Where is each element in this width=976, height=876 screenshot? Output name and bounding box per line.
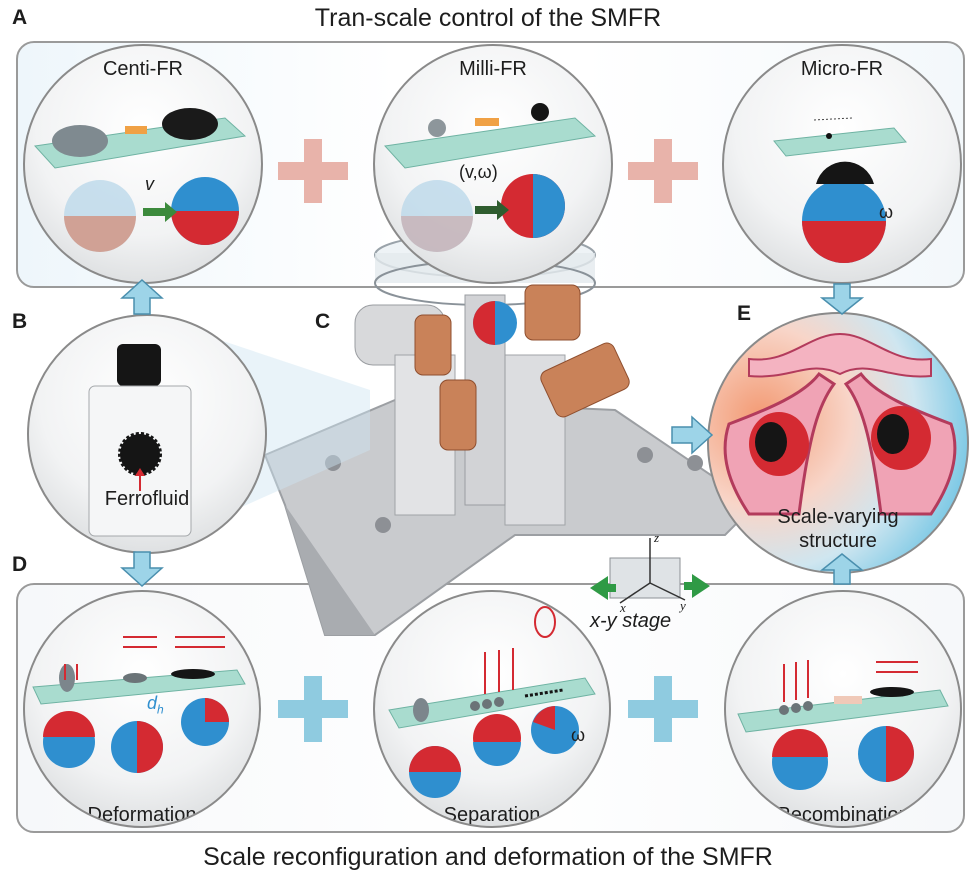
arrow-b-to-d — [120, 551, 164, 588]
arrow-d-to-e — [820, 553, 864, 585]
separation-motion: ω — [571, 725, 586, 745]
milli-fr-motion: (v,ω) — [459, 162, 498, 182]
arrow-a-to-e — [820, 283, 864, 315]
stage-axis-y: y — [680, 598, 686, 613]
separation-label: Separation — [443, 804, 541, 826]
separation-circle: ω Separation — [373, 590, 611, 828]
structure-label-1: Scale-varying — [777, 506, 899, 528]
micro-fr-label: Micro-FR — [800, 58, 884, 80]
plus-icon-top-2 — [628, 139, 698, 203]
panel-label-e: E — [737, 302, 752, 325]
panel-label-a: A — [12, 6, 28, 29]
micro-fr-motion: ω — [879, 202, 894, 222]
milli-fr-circle: Milli-FR (v,ω) — [373, 44, 613, 284]
plus-icon-top-1 — [278, 139, 348, 203]
plus-icon-bottom-2 — [628, 676, 698, 742]
recombination-circle: Recombination — [724, 590, 962, 828]
panel-label-d: D — [12, 553, 28, 576]
milli-fr-label: Milli-FR — [459, 58, 527, 80]
panel-label-c: C — [315, 310, 331, 333]
deformation-label: Deformation — [87, 804, 197, 826]
centi-fr-circle: Centi-FR v — [23, 44, 263, 284]
ferrofluid-circle: Ferrofluid — [27, 314, 267, 554]
gap-symbol: d — [147, 693, 158, 713]
stage-axis-x: x — [620, 600, 626, 615]
centi-fr-motion: v — [145, 174, 154, 194]
stage-axis-z: z — [654, 530, 660, 545]
ferrofluid-label: Ferrofluid — [104, 488, 190, 510]
arrow-b-to-a — [120, 278, 164, 315]
structure-label-2: structure — [799, 530, 877, 552]
bottom-title: Scale reconfiguration and deformation of… — [203, 843, 773, 871]
plus-icon-bottom-1 — [278, 676, 348, 742]
gap-subscript: h — [157, 702, 164, 717]
stage-label: x-y stage — [590, 610, 672, 632]
arrow-c-to-e — [671, 415, 714, 455]
gap-label: dh — [147, 693, 164, 717]
centi-fr-label: Centi-FR — [102, 58, 183, 80]
panel-label-b: B — [12, 310, 28, 333]
structure-circle: Scale-varying structure — [707, 312, 969, 574]
top-title: Tran-scale control of the SMFR — [314, 4, 662, 32]
recombination-label: Recombination — [776, 804, 910, 826]
deformation-circle: dh Deformation — [23, 590, 261, 828]
micro-fr-circle: Micro-FR ω — [722, 44, 962, 284]
xy-stage: z x y x-y stage — [580, 528, 720, 638]
